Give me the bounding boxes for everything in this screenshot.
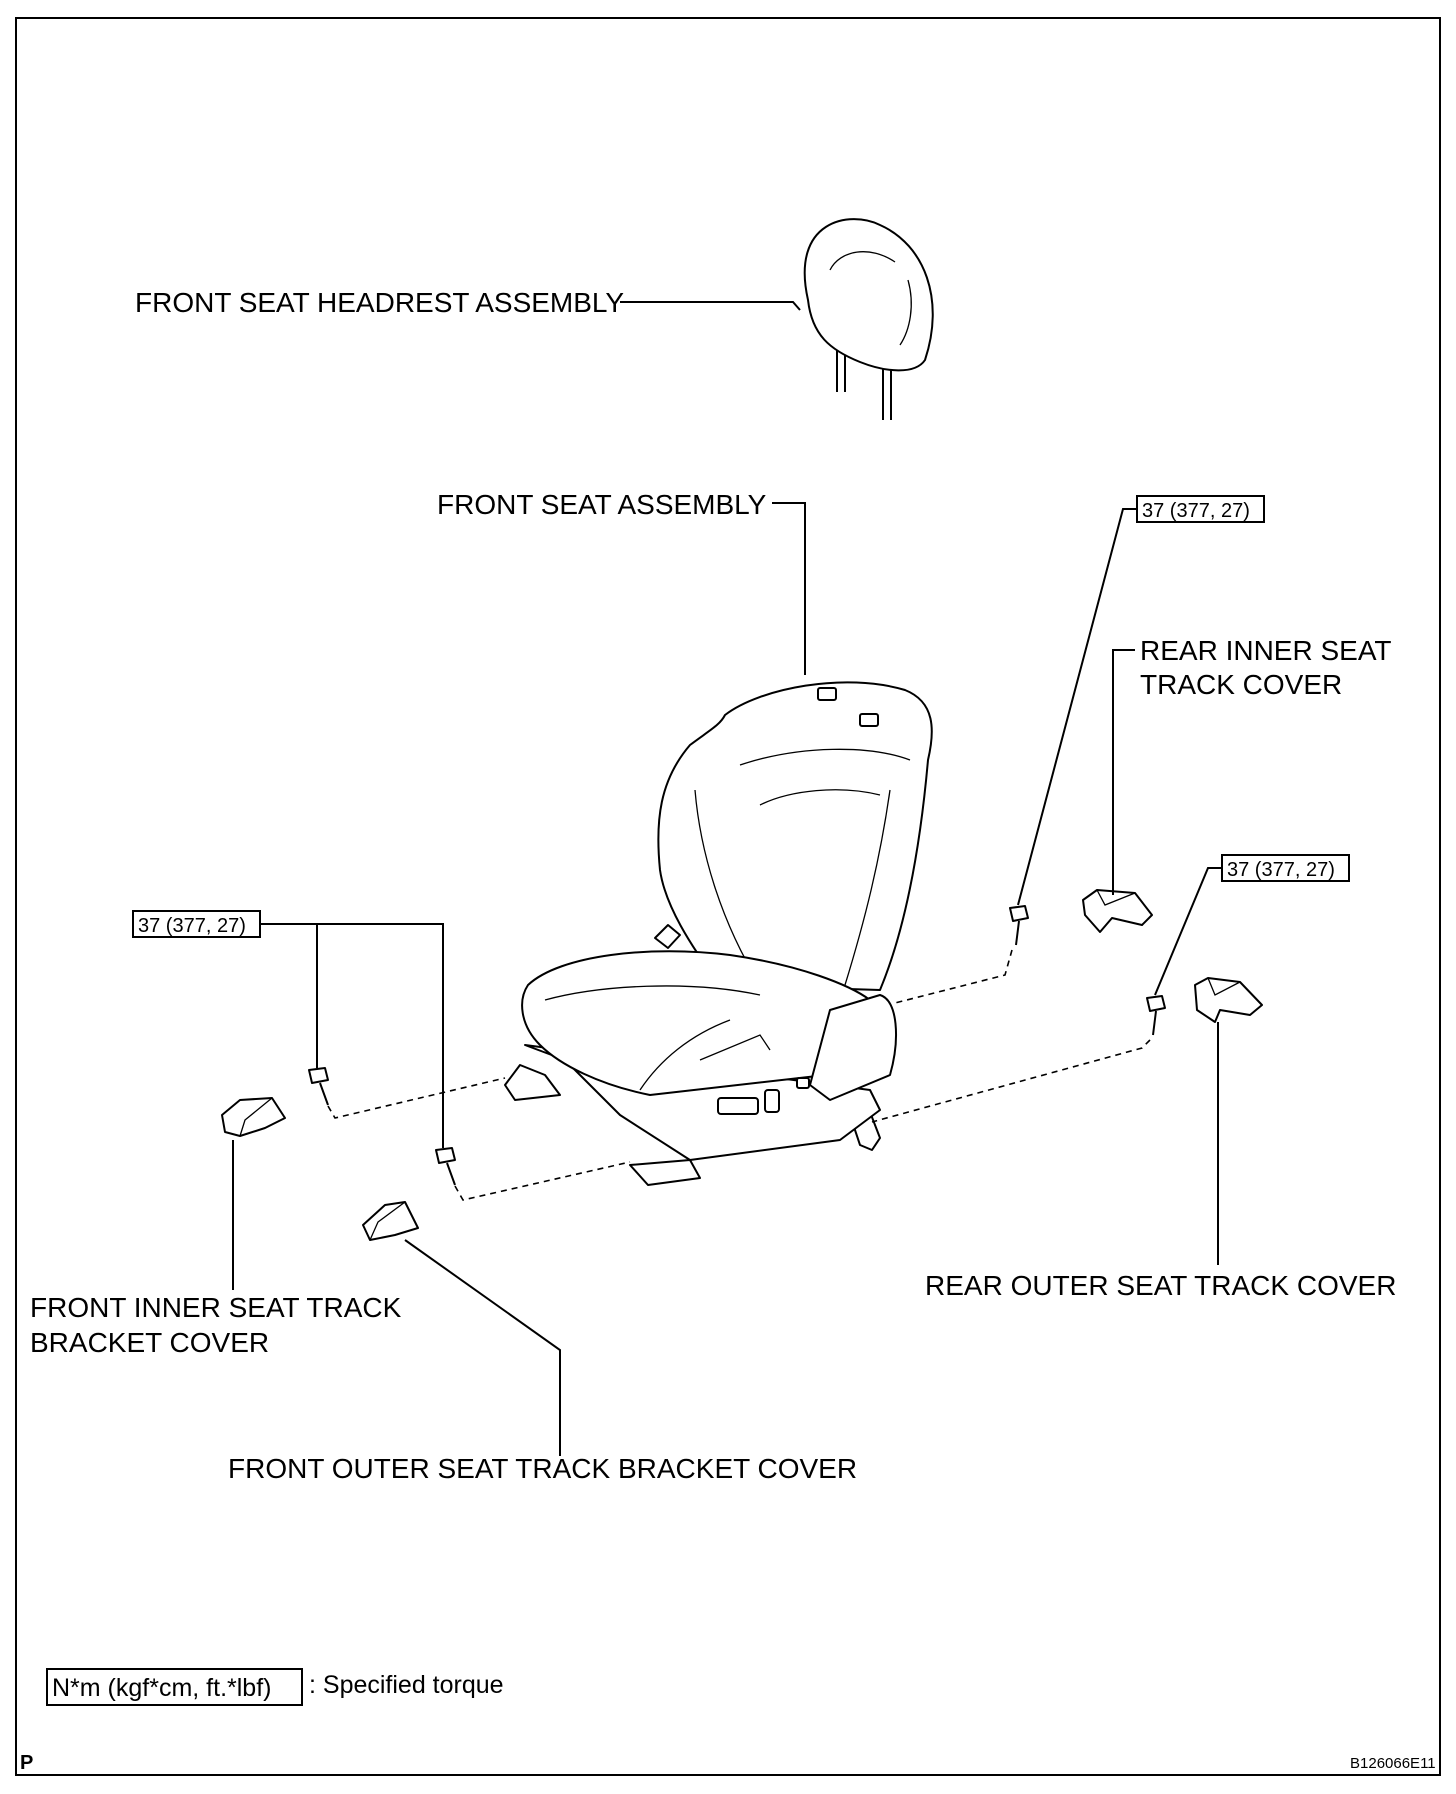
headrest-label: FRONT SEAT HEADREST ASSEMBLY xyxy=(135,287,624,318)
rear-inner-leader xyxy=(1112,649,1135,895)
seat-label: FRONT SEAT ASSEMBLY xyxy=(437,489,767,520)
front-outer-label: FRONT OUTER SEAT TRACK BRACKET COVER xyxy=(228,1453,857,1484)
dashed-guide-right xyxy=(871,1039,1151,1123)
diagram-frame xyxy=(15,17,1441,1776)
headrest-part xyxy=(803,218,934,420)
front-outer-leader xyxy=(404,1239,561,1456)
front-inner-label-line1: FRONT INNER SEAT TRACK xyxy=(30,1292,402,1323)
torque-leader-top-right xyxy=(1017,508,1137,906)
front-inner-cover-part xyxy=(221,1097,286,1137)
rear-inner-cover-part xyxy=(1082,889,1153,933)
torque-box-right xyxy=(1221,854,1350,882)
torque-label-right: 37 (377, 27) xyxy=(1227,859,1335,881)
legend-unit-text: N*m (kgf*cm, ft.*lbf) xyxy=(52,1674,271,1702)
torque-label-top-right: 37 (377, 27) xyxy=(1142,500,1250,522)
figure-code: B126066E11 xyxy=(1350,1755,1436,1772)
legend-unit-box xyxy=(46,1668,303,1706)
rear-inner-label-line2: TRACK COVER xyxy=(1140,669,1342,700)
torque-leader-right xyxy=(1154,867,1222,996)
seat-assembly-part xyxy=(504,681,933,1186)
dashed-guide-left-upper xyxy=(327,1077,506,1119)
front-inner-label-line2: BRACKET COVER xyxy=(30,1327,269,1358)
torque-box-left xyxy=(132,910,261,938)
page-mark: P xyxy=(20,1752,33,1774)
bolt-top-right xyxy=(1009,905,1029,946)
bolt-left-lower xyxy=(435,1147,456,1186)
torque-leader-left xyxy=(260,923,444,1148)
bolt-right xyxy=(1146,995,1166,1036)
rear-outer-cover-part xyxy=(1194,977,1263,1023)
front-outer-cover-part xyxy=(362,1201,419,1241)
dashed-guide-left-lower xyxy=(454,1161,631,1201)
legend-description: : Specified torque xyxy=(309,1671,504,1699)
seat-leader-line xyxy=(772,502,806,675)
torque-label-left: 37 (377, 27) xyxy=(138,915,246,937)
rear-inner-label-line1: REAR INNER SEAT xyxy=(1140,635,1392,666)
dashed-guide-top-right xyxy=(894,949,1013,1004)
rear-outer-label: REAR OUTER SEAT TRACK COVER xyxy=(925,1270,1396,1301)
headrest-leader-line xyxy=(620,301,801,311)
bolt-left-upper xyxy=(308,1067,329,1106)
